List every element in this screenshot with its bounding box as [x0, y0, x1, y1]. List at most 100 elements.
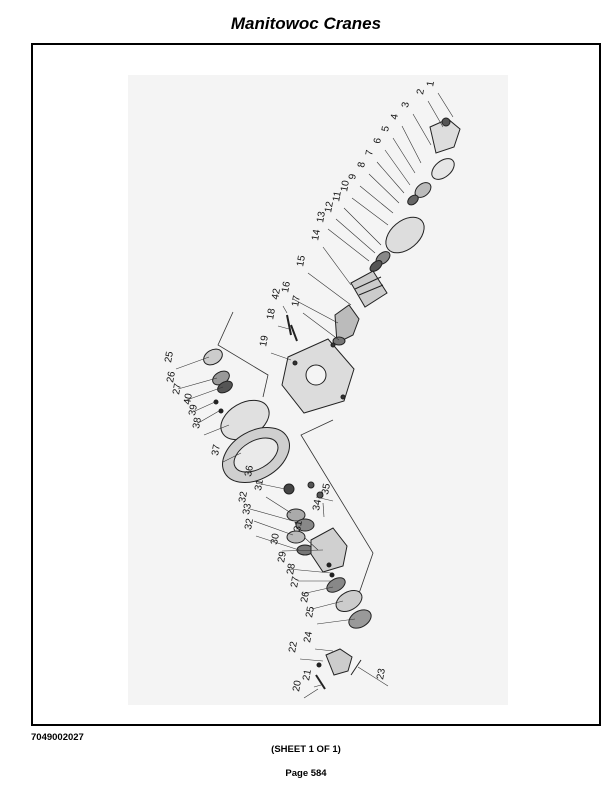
part-callout-number: 20	[291, 679, 304, 692]
part-callout-number: 31	[253, 478, 266, 491]
spacer-part	[407, 194, 419, 206]
part-callout-number: 23	[375, 667, 388, 680]
pinion-assembly	[332, 117, 461, 346]
part-callout-number: 27	[171, 382, 184, 395]
callout-leader-line	[327, 228, 370, 262]
callout-leader-line	[322, 502, 325, 518]
callout-leader-line	[368, 173, 400, 204]
part-callout-number: 37	[210, 443, 223, 456]
callout-leader-line	[281, 549, 324, 552]
part-callout-number: 15	[295, 254, 308, 267]
part-callout-number: 40	[182, 392, 195, 405]
sheet-label: (SHEET 1 OF 1)	[271, 744, 341, 755]
callout-leader-line	[343, 207, 382, 246]
callout-leader-line	[292, 298, 339, 324]
part-callout-number: 33	[241, 502, 254, 515]
callout-leader-line	[183, 386, 224, 402]
callout-leader-line	[335, 218, 376, 254]
part-callout-number: 3	[400, 101, 412, 109]
part-callout-number: 22	[287, 640, 300, 653]
assembly-guide-lines	[217, 311, 374, 606]
callout-leader-line	[322, 246, 352, 286]
callout-leader-line	[194, 401, 216, 412]
part-callout-number: 19	[258, 334, 271, 347]
part-callout-number: 17	[290, 294, 303, 307]
page-header-title: Manitowoc Cranes	[230, 14, 382, 33]
callout-leader-line	[253, 520, 294, 536]
part-callout-number: 27	[289, 575, 302, 588]
part-callout-number: 7	[364, 149, 376, 157]
part-callout-number: 10	[339, 179, 352, 192]
callout-leader-line	[412, 113, 432, 146]
callout-leader-line	[301, 586, 334, 595]
callout-leader-line	[255, 535, 300, 551]
callout-leader-line	[392, 137, 416, 174]
callout-leader-line	[351, 197, 389, 226]
cup-part	[369, 260, 383, 272]
lower-bracket	[315, 648, 362, 690]
part-callout-number: 32	[243, 517, 256, 530]
callout-leader-line	[313, 684, 322, 688]
bearing-cone-part	[350, 270, 388, 308]
part-callout-number: 38	[191, 416, 204, 429]
cage-part	[385, 216, 425, 254]
part-callout-number: 14	[310, 228, 323, 241]
part-callout-number: 34	[311, 498, 324, 511]
differential-assembly	[203, 348, 372, 629]
part-callout-number: 5	[380, 125, 392, 133]
part-callout-number: 1	[425, 80, 437, 88]
callout-leader-line	[175, 356, 210, 370]
seal-part	[431, 158, 455, 180]
part-callout-number: 24	[302, 630, 315, 643]
part-callout-number: 21	[301, 668, 314, 681]
callout-leader-line	[177, 377, 218, 390]
callout-leader-line	[359, 185, 394, 214]
callout-leader-line	[222, 452, 242, 463]
callout-leader-line	[401, 125, 422, 164]
document-number: 7049002027	[31, 732, 84, 743]
callout-leader-line	[307, 272, 352, 306]
part-callout-number: 36	[243, 464, 256, 477]
callout-leader-line	[265, 496, 292, 514]
callout-leader-line	[357, 666, 389, 687]
callout-leader-line	[288, 568, 332, 574]
callout-leader-line	[302, 312, 340, 341]
callout-leader-line	[384, 149, 411, 186]
callout-leader-line	[303, 688, 319, 699]
part-callout-number: 2	[415, 88, 427, 96]
part-callout-number: 6	[372, 137, 384, 145]
callout-leader-line	[376, 161, 405, 194]
part-callout-number: 39	[187, 403, 200, 416]
part-callout-number: 25	[304, 605, 317, 618]
part-callout-number: 8	[356, 161, 368, 169]
callout-leader-line	[427, 100, 444, 128]
callout-leader-line	[316, 618, 356, 625]
callout-leader-line	[299, 658, 324, 662]
part-callout-number: 26	[165, 370, 178, 383]
callout-leader-line	[203, 424, 230, 436]
part-callout-number: 9	[347, 173, 359, 181]
page-number: Page 584	[285, 768, 327, 779]
part-callout-number: 32	[237, 490, 250, 503]
nut-part	[441, 117, 451, 127]
part-callout-number: 26	[299, 590, 312, 603]
part-callout-number: 12	[323, 200, 336, 213]
callout-leader-line	[277, 325, 290, 330]
part-callout-number: 18	[265, 307, 278, 320]
callout-leader-line	[311, 600, 344, 610]
callout-leader-line	[199, 410, 220, 423]
part-callout-number: 35	[320, 482, 333, 495]
callout-leader-line	[304, 537, 319, 551]
callout-leader-line	[315, 496, 334, 502]
callout-leader-line	[255, 482, 286, 490]
part-callout-number: 30	[269, 532, 282, 545]
part-callout-number: 4	[389, 113, 401, 121]
part-callout-number: 29	[276, 550, 289, 563]
callout-leader-line	[437, 92, 454, 118]
pilot-bearing-part	[332, 336, 346, 346]
part-callout-number: 25	[163, 350, 176, 363]
part-callout-number: 16	[280, 280, 293, 293]
part-callout-number: 11	[331, 190, 344, 203]
part-callout-number: 13	[315, 210, 328, 223]
